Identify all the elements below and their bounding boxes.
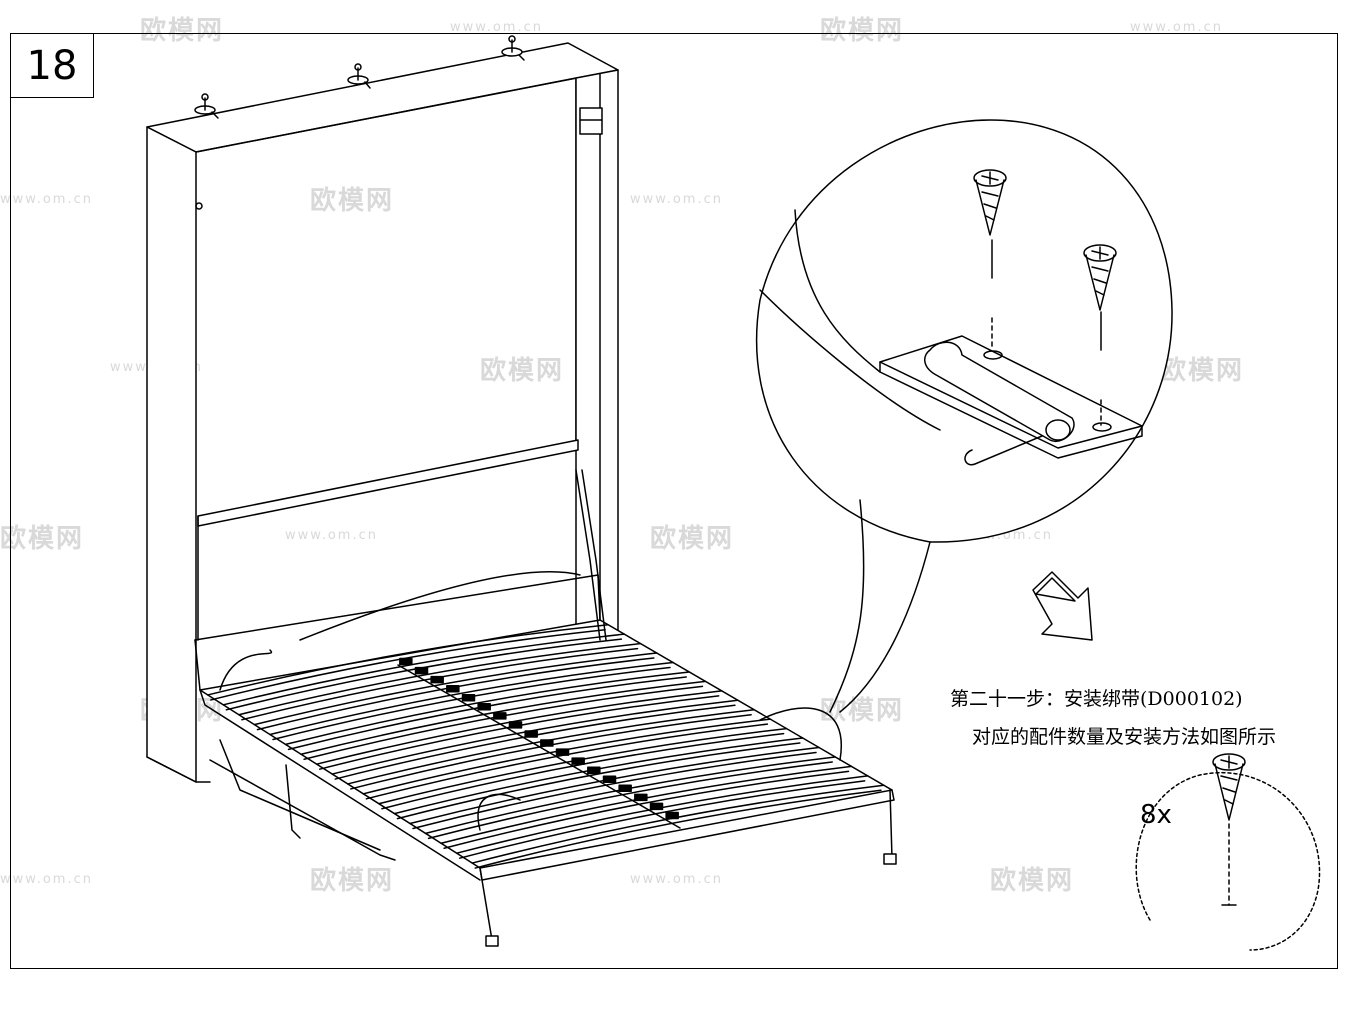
screw-icon: [1083, 244, 1117, 426]
bed-cabinet: [146, 42, 619, 783]
watermark-brand: 欧模网: [1160, 356, 1245, 386]
slat-holder: [540, 739, 554, 747]
slat-holder: [508, 721, 523, 729]
slat: [315, 690, 723, 765]
slat-edge: [458, 780, 866, 859]
watermark-site: www.om.cn: [630, 872, 723, 887]
slat-holder: [665, 811, 679, 820]
slat-edge: [412, 751, 817, 830]
drawing-frame: [10, 33, 1338, 969]
instruction-line-2: 对应的配件数量及安装方法如图所示: [972, 726, 1277, 748]
slat-holder: [446, 684, 460, 693]
slat-holder: [555, 748, 570, 756]
slat: [253, 652, 658, 726]
hardware-callout: [1135, 753, 1321, 951]
slat-holder: [430, 675, 444, 684]
slat-edge: [474, 789, 882, 869]
watermark-brand: 欧模网: [990, 866, 1075, 896]
slat: [331, 699, 739, 775]
watermark-brand: 欧模网: [820, 16, 905, 46]
watermark-brand: 欧模网: [310, 186, 395, 216]
slat: [284, 671, 690, 746]
watermark-brand: 欧模网: [140, 16, 225, 46]
watermark-site: www.om.cn: [285, 528, 378, 543]
slat-holder: [587, 766, 601, 774]
slat-holder: [414, 666, 429, 675]
watermark-brand: 欧模网: [820, 696, 905, 726]
slat: [207, 623, 609, 696]
wall-fixings: [194, 35, 525, 119]
instruction-line-1: 第二十一步：安装绑带(D000102): [950, 688, 1243, 710]
slat-holder: [399, 657, 413, 666]
watermark-site: www.om.cn: [630, 192, 723, 207]
slat-holder: [649, 802, 664, 811]
watermark-brand: 欧模网: [310, 866, 395, 896]
slat-holder: [634, 793, 648, 802]
slat-holder: [618, 784, 632, 793]
watermark-site: www.om.cn: [0, 192, 93, 207]
slat: [300, 680, 707, 756]
slat: [222, 633, 626, 706]
screw-icon: [1212, 753, 1246, 906]
step-number: 18: [10, 33, 94, 98]
slat: [238, 642, 642, 716]
slat-holder: [571, 757, 585, 765]
slat-holder: [461, 694, 476, 702]
watermark-brand: 欧模网: [480, 356, 565, 386]
slat: [269, 661, 674, 736]
watermark-site: www.om.cn: [450, 20, 543, 35]
slat-holder: [477, 703, 491, 711]
instruction-text: 第二十一步：安装绑带(D000102) 对应的配件数量及安装方法如图所示: [950, 680, 1330, 756]
direction-arrow-icon: [1032, 571, 1093, 641]
bed-slats: [207, 623, 885, 869]
slat-holder: [602, 775, 617, 783]
slat-edge: [443, 770, 850, 850]
screw-icon: [973, 169, 1007, 351]
watermark-brand: 欧模网: [650, 524, 735, 554]
screw-quantity: 8x: [1140, 800, 1172, 830]
watermark-brand: 欧模网: [0, 524, 85, 554]
slat-holder: [524, 730, 538, 738]
slat-holder: [493, 712, 507, 720]
detail-bubble: [755, 119, 1173, 713]
watermark-site: www.om.cn: [1130, 20, 1223, 35]
watermark-site: www.om.cn: [0, 872, 93, 887]
slat-edge: [427, 761, 833, 840]
